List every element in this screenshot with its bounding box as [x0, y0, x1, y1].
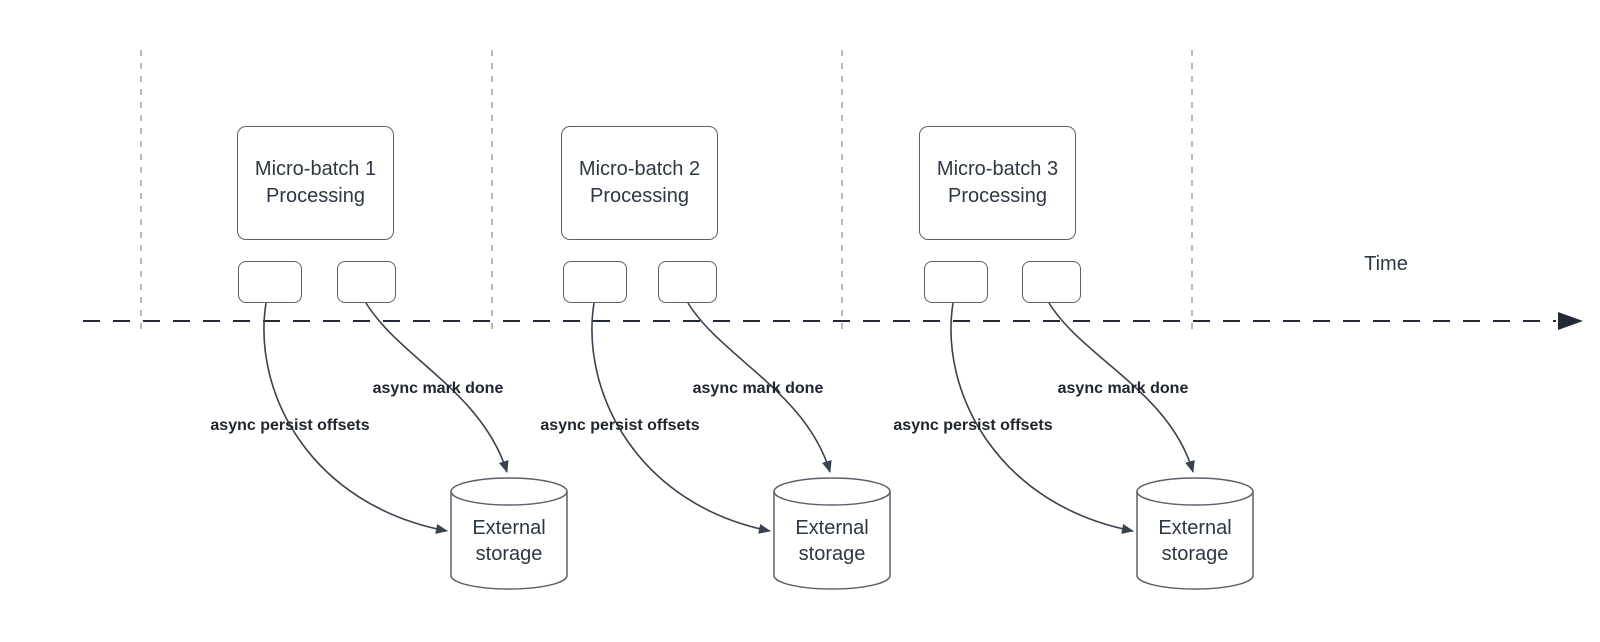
mark-done-label-3: async mark done: [1057, 380, 1189, 397]
mark-done-label-2: async mark done: [692, 380, 824, 397]
mark-done-arrow-2: [687, 302, 832, 473]
mark-done-arrow-1: [365, 302, 509, 473]
external-storage-1-line1: External: [472, 516, 546, 539]
external-storage-cylinder-3: External storage: [1136, 477, 1254, 590]
external-storage-2-line2: storage: [798, 542, 866, 565]
micro-batch-3-title: Micro-batch 3: [936, 158, 1059, 180]
persist-offsets-arrow-1: [263, 302, 448, 534]
mark-done-label-1: async mark done: [372, 380, 504, 397]
micro-batch-2-subtitle: Processing: [590, 185, 689, 207]
persist-task-box-3: [924, 261, 988, 303]
persist-task-box-1: [238, 261, 302, 303]
persist-offsets-label-3: async persist offsets: [893, 417, 1053, 434]
external-storage-cylinder-1: External storage: [450, 477, 568, 590]
micro-batch-2-title: Micro-batch 2: [578, 158, 701, 180]
persist-offsets-label-1: async persist offsets: [210, 417, 370, 434]
persist-offsets-arrow-2: [591, 302, 771, 534]
micro-batch-2-box: Micro-batch 2 Processing: [561, 126, 718, 240]
cylinder-shape-icon: [1136, 477, 1254, 590]
persist-offsets-label-2: async persist offsets: [540, 417, 700, 434]
micro-batch-3-box: Micro-batch 3 Processing: [919, 126, 1076, 240]
external-storage-3-line2: storage: [1161, 542, 1229, 565]
cylinder-shape-icon: [773, 477, 891, 590]
time-axis-label: Time: [1364, 253, 1408, 275]
micro-batch-1-subtitle: Processing: [266, 185, 365, 207]
time-axis-arrowhead-icon: [1558, 312, 1583, 330]
micro-batch-1-title: Micro-batch 1: [254, 158, 377, 180]
mark-done-task-box-1: [337, 261, 396, 303]
mark-done-arrow-3: [1048, 302, 1195, 473]
mark-done-task-box-2: [658, 261, 717, 303]
external-storage-1-line2: storage: [475, 542, 543, 565]
persist-offsets-arrow-3: [950, 302, 1134, 534]
cylinder-shape-icon: [450, 477, 568, 590]
persist-task-box-2: [563, 261, 627, 303]
external-storage-cylinder-2: External storage: [773, 477, 891, 590]
external-storage-3-line1: External: [1158, 516, 1232, 539]
external-storage-2-line1: External: [795, 516, 869, 539]
micro-batch-3-subtitle: Processing: [948, 185, 1047, 207]
mark-done-task-box-3: [1022, 261, 1081, 303]
micro-batch-1-box: Micro-batch 1 Processing: [237, 126, 394, 240]
